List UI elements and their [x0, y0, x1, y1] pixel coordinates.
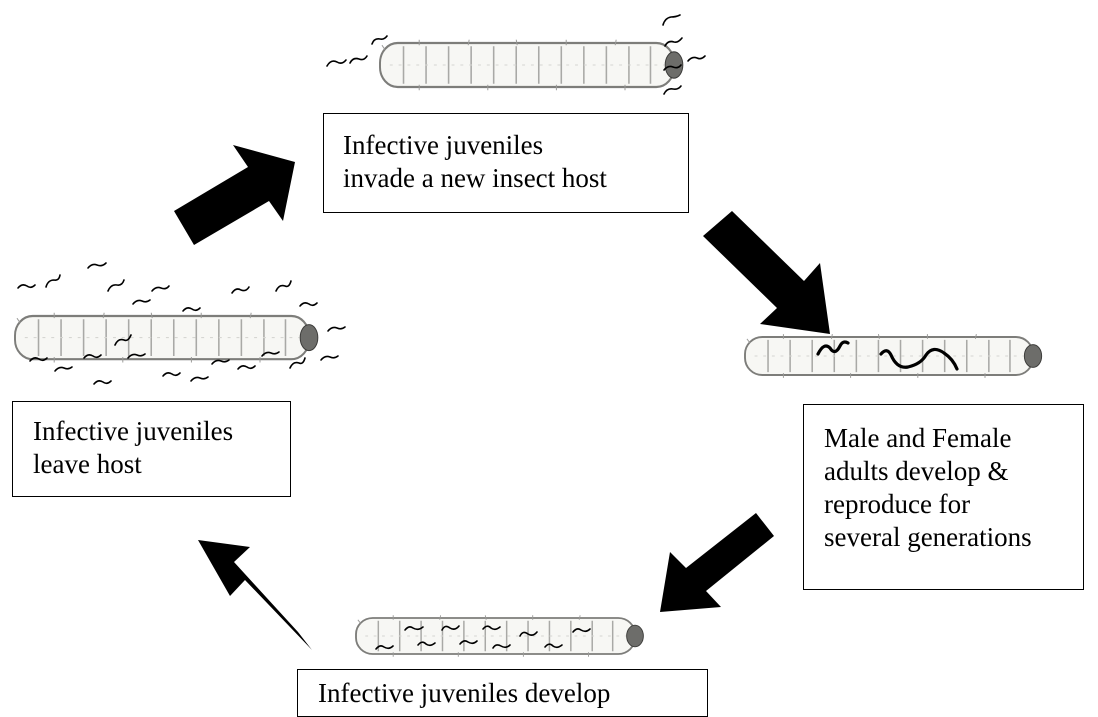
stage-text-line: leave host — [33, 448, 290, 481]
larva-icon-bottom — [356, 615, 643, 656]
stage-text-line: Male and Female — [824, 422, 1083, 455]
larva-icon-right — [745, 334, 1042, 378]
stage-text-line: Infective juveniles — [33, 415, 290, 448]
arrow-to-reproduce — [703, 211, 830, 334]
stage-text-line: several generations — [824, 521, 1083, 554]
larva-icon-top — [380, 40, 683, 91]
stage-text-line: Infective juveniles develop — [318, 677, 707, 710]
stage-text-line: reproduce for — [824, 488, 1083, 521]
arrow-to-invade — [174, 145, 295, 245]
stage-box-invade: Infective juveniles invade a new insect … — [323, 113, 689, 213]
stage-text-line: adults develop & — [824, 455, 1083, 488]
stage-text-line: invade a new insect host — [343, 162, 688, 195]
larva-icon-left — [15, 313, 318, 363]
arrow-to-develop — [660, 513, 774, 612]
stage-box-reproduce: Male and Female adults develop & reprodu… — [803, 404, 1084, 590]
arrow-to-leave — [198, 540, 312, 650]
stage-box-develop: Infective juveniles develop — [297, 669, 708, 717]
stage-box-leave: Infective juveniles leave host — [12, 401, 291, 497]
stage-text-line: Infective juveniles — [343, 129, 688, 162]
